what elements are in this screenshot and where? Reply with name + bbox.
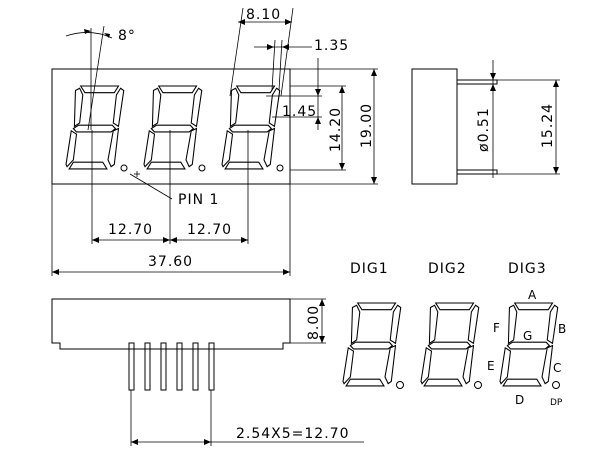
seg-digit-3 [499,302,559,387]
pitch-label: 8.10 [246,7,281,23]
side-height-label: 15.24 [540,103,556,148]
dp-arrow-top [315,89,321,96]
front-digit-3 [221,85,281,170]
spacing-arrow-2 [163,237,170,243]
side-pin-bottom [456,169,498,175]
dig2-label: DIG2 [428,261,467,277]
front-digit-2 [143,85,203,170]
front-digit-1 [65,85,125,170]
width-label: 37.60 [148,254,193,270]
dp-arrow-bottom [315,117,321,124]
spacing-arrow-1 [92,237,99,243]
pitch5-arrow-right [204,439,211,445]
bottom-pins [128,342,215,391]
seg-label-d: D [515,393,524,407]
dig3-label: DIG3 [508,261,547,277]
pin-dia-label: ø0.51 [476,107,492,152]
height-label: 14.20 [328,107,344,152]
pitch5-label: 2.54X5=12.70 [236,426,349,442]
seg-label-c: C [553,361,561,375]
dig1-label: DIG1 [350,261,389,277]
depth-label: 8.00 [306,305,322,340]
bottom-view: 8.00 2.54X5=12.70 [51,298,364,446]
gap-ext-b [278,39,283,91]
pin1-label: PIN 1 [178,192,219,208]
seg-dp-2 [474,381,482,389]
seg-dp-3 [552,381,560,389]
front-body-outline [51,68,291,185]
body-arrow-bottom [371,177,377,184]
side-arrow-top [553,80,559,87]
gap-ext-a [271,39,276,91]
seg-label-f: F [493,321,500,335]
spacing-label-2: 12.70 [187,222,232,238]
gap-label: 1.35 [314,38,349,54]
segment-diagram: DIG1 DIG2 DIG3 A B C D E F G DP [342,261,566,408]
spacing-arrow-4 [241,237,248,243]
seg-label-g: G [523,329,532,343]
front-dp-3 [276,164,284,172]
width-arrow-left [52,269,59,275]
angle-slant-ref [87,25,105,131]
pitch-ext-right [280,7,294,97]
pitch-arrow-left [238,19,245,25]
pitch5-arrow-left [131,439,138,445]
side-body-outline [411,68,458,185]
angle-label: 8° [118,28,136,44]
pin-dia-arrow-top [490,73,496,80]
side-view: ø0.51 15.24 [411,60,560,185]
side-arrow-bottom [553,167,559,174]
angle-arrow-left [84,29,91,34]
seg-dp-1 [396,381,404,389]
gap-arrow-left [267,44,274,50]
bottom-body-outline [51,298,291,350]
seg-label-e: E [487,359,495,373]
seg-digit-2 [420,302,480,387]
height-arrow-bottom [339,163,345,170]
depth-arrow-top [319,299,325,306]
seg-digit-1 [342,302,402,387]
spacing-label-1: 12.70 [108,222,153,238]
front-view: 8° 8.10 1.35 1.45 14.20 1 [51,7,378,276]
height-arrow-top [339,86,345,93]
width-arrow-right [283,269,290,275]
dp-label: 1.45 [282,104,317,120]
gap-arrow-right [282,44,289,50]
body-label: 19.00 [359,103,375,148]
depth-arrow-bottom [319,336,325,343]
side-pin-top [456,79,498,85]
pin1-leader [129,173,173,200]
seg-label-b: B [558,322,566,336]
seg-label-a: A [528,288,537,302]
front-dp-1 [120,164,128,172]
body-arrow-top [371,69,377,76]
seg-label-dp: DP [550,398,563,408]
spacing-arrow-3 [170,237,177,243]
angle-arrow-right [104,33,110,38]
front-dp-2 [198,164,206,172]
pitch-arrow-right [285,19,292,25]
pin-dia-arrow-bottom [490,84,496,91]
